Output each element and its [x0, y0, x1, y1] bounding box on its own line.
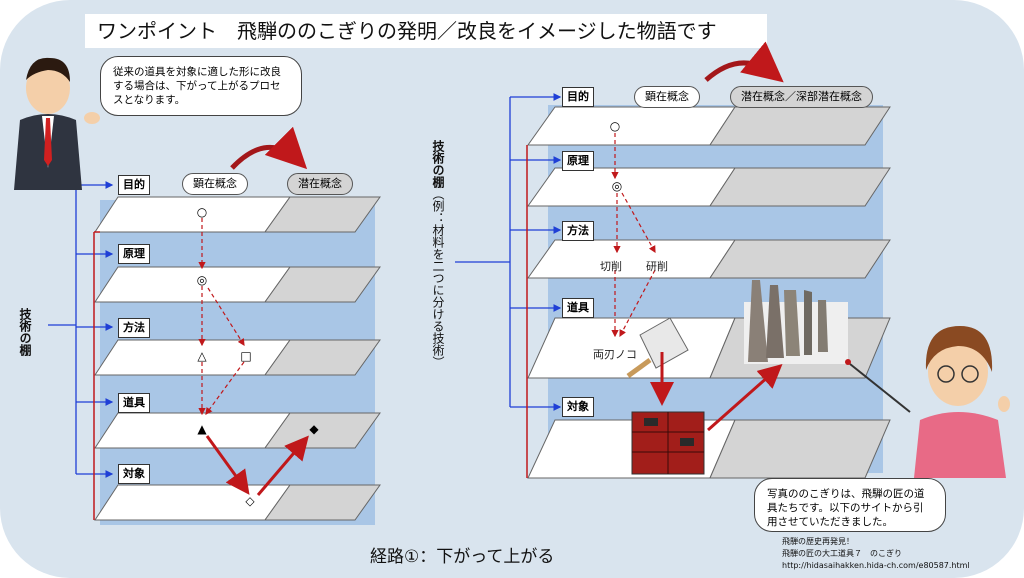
credit-line-2: 飛騨の匠の大工道具７ のこぎり	[782, 549, 902, 558]
left-object-symbol: ◇	[245, 494, 255, 508]
left-latent-concept-pill: 潜在概念	[287, 173, 353, 195]
left-row-label-object: 対象	[118, 464, 150, 484]
left-row-method	[94, 339, 381, 376]
left-row-principle	[94, 266, 381, 303]
businessman-illustration	[14, 57, 100, 190]
left-shelf-label: 技術の棚	[18, 308, 32, 356]
right-connectors	[455, 93, 562, 411]
right-row-label-method: 方法	[562, 221, 594, 241]
left-arrow-down	[205, 435, 250, 495]
left-row-purpose	[94, 196, 381, 233]
right-explicit-concept-pill: 顕在概念	[634, 86, 700, 108]
right-method-b-text: 研削	[646, 260, 668, 273]
left-purpose-symbol: ○	[197, 205, 207, 219]
right-row-label-object: 対象	[562, 397, 594, 417]
credit-url-link[interactable]: http://hidasaihakken.hida-ch.com/e80587.…	[782, 561, 970, 570]
right-purpose-symbol: ○	[610, 119, 620, 133]
hida-tools-photo	[744, 280, 848, 364]
ryoba-saw-image	[626, 317, 689, 379]
left-row-label-method: 方法	[118, 318, 150, 338]
right-shelf-example: （例：材料を二つに分ける技術）	[431, 188, 445, 368]
left-method-b-symbol: □	[240, 349, 251, 363]
left-tool-a-symbol: ▲	[197, 422, 207, 436]
left-row-object	[94, 484, 381, 521]
left-tool-b-symbol: ◆	[309, 422, 319, 436]
left-row-tool	[94, 412, 381, 449]
left-row-label-principle: 原理	[118, 244, 150, 264]
left-method-a-symbol: △	[197, 349, 207, 363]
right-tool-label: 両刃ノコ	[593, 348, 637, 361]
page-title: ワンポイント 飛騨ののこぎりの発明／改良をイメージした物語です	[85, 14, 767, 48]
right-row-method	[527, 239, 891, 279]
left-principle-symbol: ◎	[197, 273, 207, 287]
speech-bubble-teacher: 写真ののこぎりは、飛騨の匠の道具たちです。以下のサイトから引用させていただきまし…	[754, 478, 946, 532]
left-row-label-tool: 道具	[118, 393, 150, 413]
right-curved-arrow	[704, 41, 784, 83]
right-latent-concept-pill: 潜在概念／深部潜在概念	[730, 86, 873, 108]
route-caption: 経路①：下がって上がる	[370, 547, 555, 567]
right-row-label-tool: 道具	[562, 298, 594, 318]
left-row-label-purpose: 目的	[118, 175, 150, 195]
right-row-label-principle: 原理	[562, 151, 594, 171]
right-row-principle	[527, 167, 891, 207]
right-principle-symbol: ◎	[612, 179, 622, 193]
speech-bubble-businessman: 従来の道具を対象に適した形に改良する場合は、下がって上がるプロセスとなります。	[100, 56, 302, 116]
left-curved-arrow	[230, 126, 308, 170]
right-method-a-text: 切削	[600, 260, 622, 273]
right-shelf-panel	[548, 105, 883, 473]
left-arrow-up	[256, 435, 309, 496]
right-dashed-path	[611, 133, 656, 338]
credit-line-1: 飛騨の歴史再発見！	[782, 537, 854, 546]
right-arrow-up	[707, 364, 783, 432]
left-explicit-concept-pill: 顕在概念	[182, 173, 248, 195]
right-row-label-purpose: 目的	[562, 87, 594, 107]
teacher-illustration	[845, 326, 1010, 478]
right-row-purpose	[527, 106, 891, 146]
right-shelf-label: 技術の棚（例：材料を二つに分ける技術）	[431, 140, 445, 368]
left-dashed-path	[198, 218, 245, 416]
tansu-chest-image	[631, 411, 705, 475]
